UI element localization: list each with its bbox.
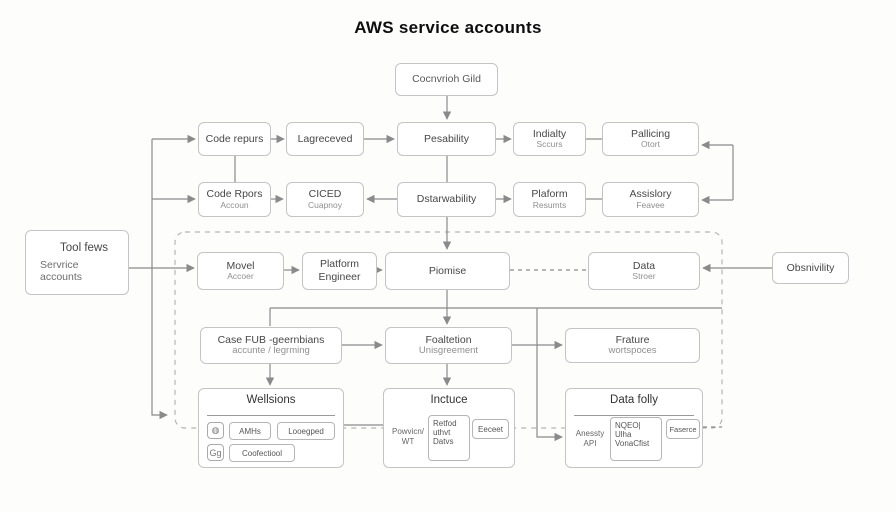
node-foaltetion: Foaltetion Unisgreement <box>385 327 512 364</box>
node-indialty: Indialty Sccurs <box>513 122 586 156</box>
node-sublabel: Accoun <box>220 199 249 210</box>
node-label: Movel <box>226 259 255 272</box>
side-label: Anessty API <box>570 429 610 450</box>
node-sublabel: Cuapnoy <box>307 199 343 210</box>
letters-icon: Gg <box>207 444 224 461</box>
chip-coofectiool: Coofectiool <box>229 444 295 462</box>
node-label: Assislory <box>629 188 672 201</box>
chip-eeceet: Eeceet <box>472 419 509 439</box>
node-inctuce: Inctuce Powvicn/ WT Retfod uthvt Datvs E… <box>383 388 515 468</box>
dashed-group-border <box>174 231 723 429</box>
node-sublabel: wortspoces <box>608 345 657 357</box>
chip-line: Ulha <box>615 430 632 439</box>
node-platform-engineer: Platform Engineer <box>302 252 377 290</box>
node-label: Pesability <box>424 132 469 145</box>
node-label: Platform <box>319 258 360 271</box>
node-label: Data <box>632 259 656 272</box>
chip-line: Datvs <box>433 437 454 446</box>
node-code-repurs: Code repurs <box>198 122 271 156</box>
node-sublabel: Sccurs <box>536 139 563 150</box>
node-tool-fews: Tool fews Servrice accounts <box>25 230 129 295</box>
node-title: Inctuce <box>430 394 468 406</box>
node-label: Frature <box>615 333 650 346</box>
side-label-line1: Anessty <box>575 429 605 438</box>
node-wellsions: Wellsions ◍ AMHs Looegped Gg Coofectiool <box>198 388 344 468</box>
node-coconvrioh-gild: Cocnvrioh Gild <box>395 63 498 96</box>
node-data-stroer: Data Stroer <box>588 252 700 290</box>
chip-faserce: Faserce <box>666 419 700 439</box>
node-title: Wellsions <box>246 394 296 406</box>
chip-nqeo: NQEO| Ulha VonaCfist <box>610 417 662 461</box>
node-label: Indialty <box>532 127 567 140</box>
side-label-line2: API <box>583 439 597 449</box>
side-label-line2: WT <box>401 437 415 447</box>
node-piomise: Piomise <box>385 252 510 290</box>
node-label: Obsnivility <box>786 261 835 274</box>
node-sublabel: Otort <box>641 139 660 150</box>
node-sublabel: Accoer <box>227 271 254 282</box>
left-rail <box>151 139 168 420</box>
node-frature: Frature wortspoces <box>565 328 700 363</box>
node-obsnivility: Obsnivility <box>772 252 849 284</box>
chip-looegped: Looegped <box>277 422 335 440</box>
node-title: Data folly <box>610 394 658 406</box>
chip-line: VonaCfist <box>615 439 650 448</box>
side-label-line1: Powvicn/ <box>391 427 424 436</box>
node-label: Tool fews <box>60 242 108 255</box>
chip-retfod: Retfod uthvt Datvs <box>428 415 470 461</box>
chip-line: NQEO| <box>615 421 641 430</box>
node-sublabel: Servrice <box>40 258 79 271</box>
divider-line <box>574 415 694 416</box>
node-label: Lagreceved <box>297 132 353 145</box>
node-label: Plaform <box>531 188 568 201</box>
node-sublabel: Unisgreement <box>418 345 479 357</box>
node-label: Case FUB -geernbians <box>217 333 325 346</box>
node-sublabel: Resumts <box>532 199 567 210</box>
node-label2: Engineer <box>318 271 361 283</box>
node-sublabel: accounts <box>40 270 83 283</box>
node-label: Code Rpors <box>206 188 263 201</box>
sphere-icon: ◍ <box>207 422 224 439</box>
chip-line: uthvt <box>433 428 451 437</box>
node-sublabel: Feavee <box>636 199 665 210</box>
node-label: Piomise <box>428 264 467 277</box>
node-label: Dstarwability <box>416 193 477 206</box>
chip-amhs: AMHs <box>229 422 271 440</box>
node-dstarwability: Dstarwability <box>397 182 496 217</box>
node-movel: Movel Accoer <box>197 252 284 290</box>
node-assislory: Assislory Feavee <box>602 182 699 217</box>
node-label: Cocnvrioh Gild <box>412 73 481 86</box>
node-label: Code repurs <box>205 132 264 145</box>
node-case-fub: Case FUB -geernbians accunte / legrming <box>200 327 342 364</box>
node-label: Foaltetion <box>425 333 472 346</box>
node-sublabel: Stroer <box>632 271 656 282</box>
side-label: Powvicn/ WT <box>388 427 428 448</box>
node-ciced: CICED Cuapnoy <box>286 182 364 217</box>
node-data-folly: Data folly Anessty API NQEO| Ulha VonaCf… <box>565 388 703 468</box>
node-label: CICED <box>308 188 342 201</box>
node-sublabel: accunte / legrming <box>232 345 310 357</box>
page-title: AWS service accounts <box>354 18 542 37</box>
node-code-rpors: Code Rpors Accoun <box>198 182 271 217</box>
node-pallicing: Pallicing Otort <box>602 122 699 156</box>
node-plaform: Plaform Resumts <box>513 182 586 217</box>
node-label: Pallicing <box>630 127 671 140</box>
node-lagreceved: Lagreceved <box>286 122 364 156</box>
arrow-rail-to-datafolly <box>536 308 563 442</box>
node-pesability: Pesability <box>397 122 496 156</box>
divider-line <box>207 415 335 416</box>
chip-line: Retfod <box>433 419 457 428</box>
